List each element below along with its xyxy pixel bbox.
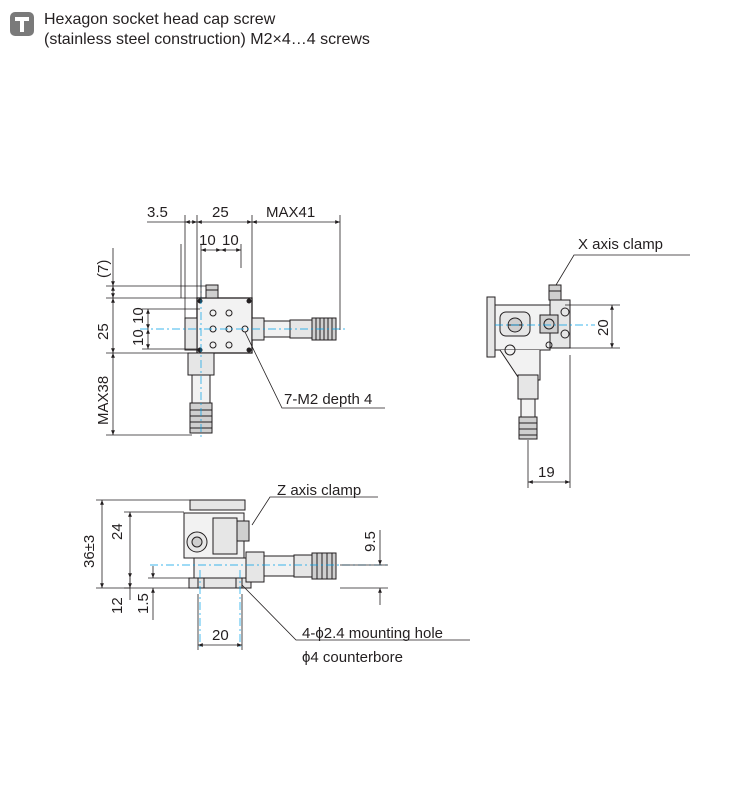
screw-icon bbox=[10, 12, 34, 36]
header-text: Hexagon socket head cap screw (stainless… bbox=[44, 10, 370, 50]
dim-3-5: 3.5 bbox=[147, 204, 168, 221]
dim-20-side: 20 bbox=[595, 319, 612, 336]
callout-mounting-hole: 4-ϕ2.4 mounting hole bbox=[302, 625, 443, 642]
header: Hexagon socket head cap screw (stainless… bbox=[10, 10, 610, 50]
dim-10-b: 10 bbox=[222, 232, 239, 249]
side-view-dimensions bbox=[527, 254, 690, 488]
dim-max41: MAX41 bbox=[266, 204, 315, 221]
front-view bbox=[150, 499, 390, 650]
top-stage-body bbox=[196, 297, 253, 354]
dim-36: 36±3 bbox=[81, 535, 98, 568]
side-clamp-screw bbox=[548, 284, 562, 301]
dim-20-front: 20 bbox=[212, 627, 229, 644]
front-base bbox=[188, 577, 252, 589]
dim-10-vertical-a: 10 bbox=[130, 307, 147, 324]
top-stage-left-plate bbox=[184, 317, 198, 351]
callout-counterbore: ϕ4 counterbore bbox=[302, 649, 403, 666]
top-view bbox=[140, 280, 345, 440]
side-view-labels: X axis clamp 20 19 bbox=[538, 236, 663, 481]
dim-19: 19 bbox=[538, 464, 555, 481]
front-micrometer bbox=[245, 551, 337, 583]
dim-24: 24 bbox=[109, 523, 126, 540]
callout-z-axis-clamp: Z axis clamp bbox=[277, 482, 361, 499]
dim-9-5: 9.5 bbox=[362, 531, 379, 552]
side-end-plate bbox=[486, 296, 496, 358]
header-line-1: Hexagon socket head cap screw bbox=[44, 11, 276, 28]
front-view-labels: Z axis clamp 36±3 24 12 1.5 9.5 20 4-ϕ2.… bbox=[81, 482, 443, 666]
header-line-2: (stainless steel construction) M2×4…4 sc… bbox=[44, 31, 370, 48]
front-view-dimensions bbox=[96, 496, 470, 650]
dim-12: 12 bbox=[109, 597, 126, 614]
dim-25-vertical: 25 bbox=[95, 323, 112, 340]
callout-7-m2: 7-M2 depth 4 bbox=[284, 391, 372, 408]
dim-10-a: 10 bbox=[199, 232, 216, 249]
front-clamp-screw bbox=[236, 520, 250, 542]
dim-10-vertical-b: 10 bbox=[130, 329, 147, 346]
dim-25-horizontal: 25 bbox=[212, 204, 229, 221]
dim-max38: MAX38 bbox=[95, 376, 112, 425]
side-view bbox=[486, 284, 595, 440]
front-top-plate bbox=[189, 499, 246, 511]
top-view-dimensions bbox=[106, 215, 385, 436]
dim-7: (7) bbox=[95, 260, 112, 278]
top-clamp-screw bbox=[205, 284, 219, 299]
dim-1-5: 1.5 bbox=[135, 593, 152, 614]
callout-x-axis-clamp: X axis clamp bbox=[578, 236, 663, 253]
top-view-labels: 3.5 25 MAX41 10 10 (7) 25 10 10 MAX38 7-… bbox=[95, 204, 372, 425]
